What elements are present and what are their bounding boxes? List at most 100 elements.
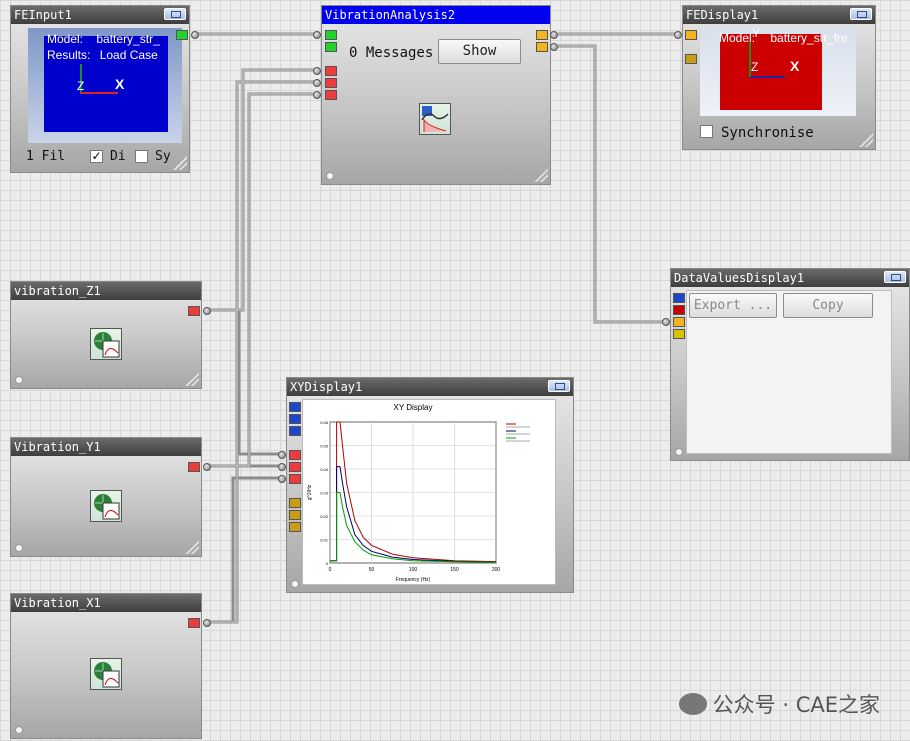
input-port-load-z[interactable] — [325, 66, 337, 76]
output-pin[interactable] — [203, 463, 211, 471]
input-pin[interactable] — [313, 67, 321, 75]
resize-grip-icon[interactable] — [173, 156, 187, 170]
resize-grip-icon[interactable] — [185, 372, 199, 386]
output-pin[interactable] — [550, 31, 558, 39]
input-pin[interactable] — [674, 31, 682, 39]
xy-display-title[interactable]: XYDisplay1 — [287, 378, 573, 396]
model-label: Model: — [719, 31, 756, 45]
input-port-5[interactable] — [289, 510, 301, 520]
results-value: Load Case — [99, 48, 158, 62]
export-button[interactable]: Export ... — [689, 293, 777, 318]
input-pin[interactable] — [278, 463, 286, 471]
data-values-node[interactable]: DataValuesDisplay1 Export ... Copy — [662, 268, 910, 461]
output-port-model[interactable] — [176, 30, 188, 40]
input-port-2[interactable] — [289, 414, 301, 424]
input-pin[interactable] — [313, 79, 321, 87]
window-restore-icon[interactable] — [850, 8, 872, 20]
watermark-text: 公众号 · CAE之家 — [712, 693, 880, 717]
vibration-y-node[interactable]: Vibration_Y1 — [10, 437, 211, 557]
input-port-fe-results[interactable] — [325, 42, 337, 52]
output-pin[interactable] — [191, 31, 199, 39]
chart-title: XY Display — [394, 403, 433, 412]
input-port-aux[interactable] — [685, 54, 697, 64]
vibration-z-title[interactable]: vibration_Z1 — [11, 282, 201, 300]
x-axis-label: Frequency (Hz) — [396, 577, 431, 583]
results-label: Results: — [47, 48, 91, 62]
axis-z-label: Z — [77, 79, 85, 93]
vibration-analysis-node[interactable]: VibrationAnalysis2 0 Messages Show — [313, 5, 558, 185]
input-port-load-y[interactable] — [325, 78, 337, 88]
fe-result-block — [720, 34, 822, 110]
sync-checkbox[interactable] — [135, 150, 148, 163]
output-pin[interactable] — [550, 43, 558, 51]
fe-input-title[interactable]: FEInput1 — [11, 6, 189, 24]
axis-triad-icon — [80, 64, 118, 94]
time-series-icon[interactable] — [90, 328, 122, 360]
window-restore-icon[interactable] — [548, 380, 570, 392]
display-checkbox[interactable]: ✓ — [90, 149, 103, 163]
input-pin[interactable] — [278, 451, 286, 459]
output-port-load[interactable] — [188, 306, 200, 316]
input-pin[interactable] — [313, 91, 321, 99]
vibration-z-node[interactable]: vibration_Z1 — [10, 281, 211, 389]
input-port-fe-model[interactable] — [325, 30, 337, 40]
input-port-3[interactable] — [673, 317, 685, 327]
file-count: 1 Fil — [26, 149, 66, 164]
y-tick-label: 0 — [326, 561, 329, 566]
time-series-icon[interactable] — [90, 490, 122, 522]
show-messages-button[interactable]: Show — [438, 39, 521, 64]
output-pin[interactable] — [203, 619, 211, 627]
psd-analysis-icon[interactable] — [419, 103, 451, 135]
synchronise-checkbox[interactable] — [700, 125, 713, 138]
input-port-z[interactable] — [289, 450, 301, 460]
vibration-analysis-title[interactable]: VibrationAnalysis2 — [322, 6, 550, 24]
input-port-6[interactable] — [289, 522, 301, 532]
series-line — [330, 492, 497, 563]
input-port-x[interactable] — [289, 474, 301, 484]
x-tick-label: 50 — [369, 567, 375, 573]
input-port-3[interactable] — [289, 426, 301, 436]
input-port-4[interactable] — [289, 498, 301, 508]
window-restore-icon[interactable] — [164, 8, 186, 20]
time-series-icon[interactable] — [90, 658, 122, 690]
input-port-results[interactable] — [685, 30, 697, 40]
fe-input-node[interactable]: FEInput1 Model: battery_str_ Results: Lo… — [10, 5, 199, 173]
vibration-y-title[interactable]: Vibration_Y1 — [11, 438, 201, 456]
output-port-results[interactable] — [536, 30, 548, 40]
input-port-2[interactable] — [673, 305, 685, 315]
data-values-title[interactable]: DataValuesDisplay1 — [671, 269, 909, 287]
axis-x-label: X — [115, 76, 125, 92]
y-tick-label: 0.06 — [320, 420, 329, 425]
fe-input-viewport[interactable]: Model: battery_str_ Results: Load Case Z… — [28, 28, 182, 143]
input-port-1[interactable] — [289, 402, 301, 412]
window-restore-icon[interactable] — [884, 271, 906, 283]
resize-grip-icon[interactable] — [185, 540, 199, 554]
fe-display-viewport[interactable]: Model: battery_str_fre Y Z X — [700, 28, 856, 116]
fe-display-title[interactable]: FEDisplay1 — [683, 6, 875, 24]
output-port-load[interactable] — [188, 618, 200, 628]
output-pin[interactable] — [203, 307, 211, 315]
axis-z-label: Z — [751, 60, 759, 74]
output-port-load[interactable] — [188, 462, 200, 472]
input-pin[interactable] — [278, 475, 286, 483]
vibration-x-node[interactable]: Vibration_X1 — [10, 593, 211, 739]
input-pin[interactable] — [313, 31, 321, 39]
input-port-load-x[interactable] — [325, 90, 337, 100]
input-port-1[interactable] — [673, 293, 685, 303]
status-dot — [15, 726, 23, 734]
y-tick-label: 0.05 — [320, 444, 329, 449]
input-pin[interactable] — [662, 318, 670, 326]
output-port-values[interactable] — [536, 42, 548, 52]
axis-y-label: Y — [752, 28, 761, 40]
fe-display-node[interactable]: FEDisplay1 Model: battery_str_fre Y Z X … — [674, 5, 876, 150]
resize-grip-icon[interactable] — [534, 168, 548, 182]
vibration-x-title[interactable]: Vibration_X1 — [11, 594, 201, 612]
resize-grip-icon[interactable] — [859, 133, 873, 147]
y-tick-label: 0.04 — [320, 467, 329, 472]
input-port-4[interactable] — [673, 329, 685, 339]
input-port-y[interactable] — [289, 462, 301, 472]
copy-button[interactable]: Copy — [783, 293, 873, 318]
